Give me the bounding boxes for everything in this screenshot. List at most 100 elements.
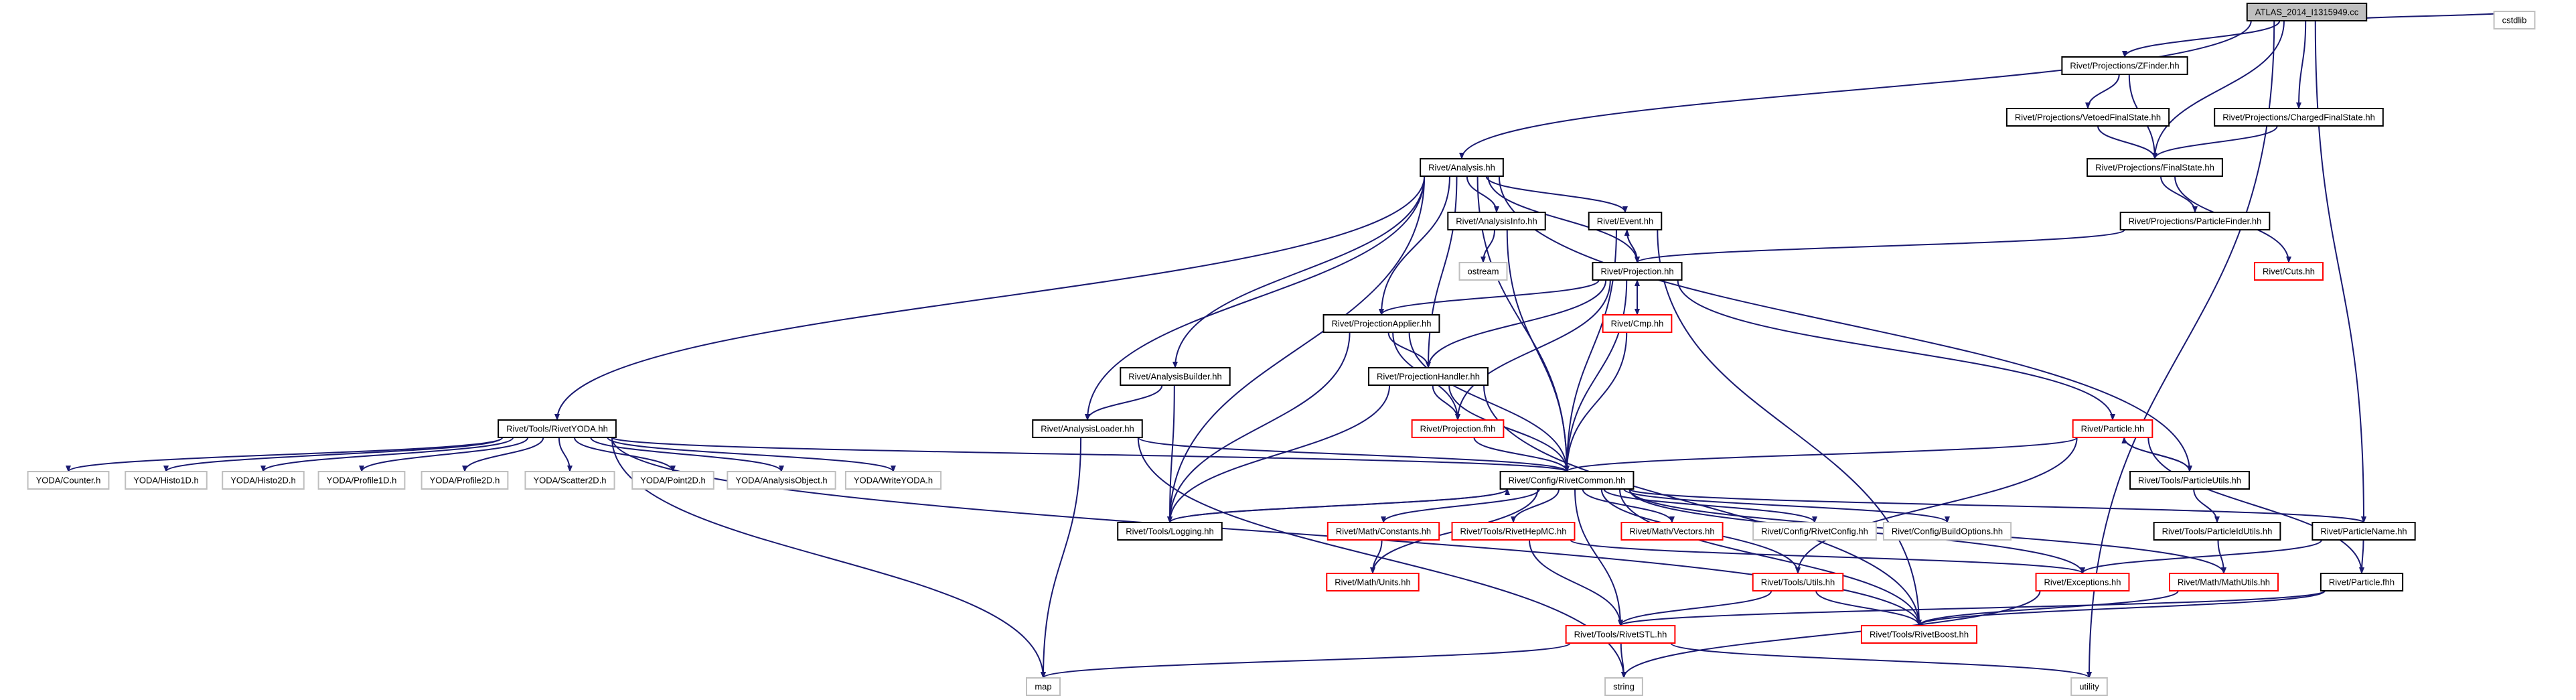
node-label: Rivet/Projection.hh [1600, 267, 1673, 277]
node-label: Rivet/AnalysisLoader.hh [1041, 424, 1134, 434]
node-label: Rivet/ParticleName.hh [2320, 527, 2407, 537]
node-rivetboost[interactable]: Rivet/Tools/RivetBoost.hh [1860, 625, 1978, 644]
node-atlas[interactable]: ATLAS_2014_I1315949.cc [2246, 3, 2368, 21]
node-yodawriteyoda[interactable]: YODA/WriteYODA.h [844, 471, 942, 490]
node-yodacounter[interactable]: YODA/Counter.h [27, 471, 110, 490]
node-box [727, 471, 836, 490]
node-box [498, 419, 617, 438]
node-rivetconfig[interactable]: Rivet/Config/RivetConfig.hh [1752, 522, 1877, 541]
edge-projapplier-to-rivetcommon [1408, 332, 1570, 472]
edge-toolsutils-to-rivetstl [1618, 590, 1772, 626]
node-particlefinder[interactable]: Rivet/Projections/ParticleFinder.hh [2119, 212, 2271, 230]
node-box [2005, 108, 2170, 127]
edge-analysisloader-to-rivetcommon [1137, 437, 1570, 472]
edge-particlename-to-exceptions [2080, 539, 2322, 574]
node-ostream[interactable]: ostream [1458, 262, 1508, 281]
node-projapplier[interactable]: Rivet/ProjectionApplier.hh [1322, 314, 1440, 333]
node-box [1451, 522, 1576, 541]
node-analysisloader[interactable]: Rivet/AnalysisLoader.hh [1032, 419, 1143, 438]
edge-atlas-to-zfinder [2122, 20, 2281, 58]
edge-projection-to-projfhh [1455, 279, 1611, 421]
node-label: Rivet/Projections/VetoedFinalState.hh [2015, 113, 2161, 123]
edge-analysisloader-to-map [1041, 437, 1082, 679]
node-particlehh[interactable]: Rivet/Particle.hh [2072, 419, 2153, 438]
node-utility[interactable]: utility [2070, 677, 2108, 696]
node-label: Rivet/Projections/ZFinder.hh [2070, 61, 2179, 71]
node-yodahisto1d[interactable]: YODA/Histo1D.h [125, 471, 208, 490]
node-box [1120, 367, 1231, 386]
edge-rivetcommon-to-rivetboost [1618, 488, 1922, 626]
node-yodascatter2d[interactable]: YODA/Scatter2D.h [524, 471, 615, 490]
node-cstdlib[interactable]: cstdlib [2493, 11, 2536, 29]
node-buildoptions[interactable]: Rivet/Config/BuildOptions.hh [1882, 522, 2012, 541]
node-label: Rivet/Tools/Logging.hh [1126, 527, 1214, 537]
node-rivetcommon[interactable]: Rivet/Config/RivetCommon.hh [1499, 471, 1635, 490]
node-yodaprofile1d[interactable]: YODA/Profile1D.h [317, 471, 406, 490]
node-label: Rivet/Math/Vectors.hh [1629, 527, 1714, 537]
node-projection[interactable]: Rivet/Projection.hh [1592, 262, 1683, 281]
node-toolsutils[interactable]: Rivet/Tools/Utils.hh [1752, 573, 1844, 591]
edge-particleidutils-to-mathutils [2217, 539, 2226, 574]
edge-atlas-to-charged [2296, 20, 2307, 109]
node-analysisinfo[interactable]: Rivet/AnalysisInfo.hh [1447, 212, 1546, 230]
node-cuts[interactable]: Rivet/Cuts.hh [2253, 262, 2324, 281]
node-particleidutils[interactable]: Rivet/Tools/ParticleIdUtils.hh [2153, 522, 2281, 541]
edge-particleutils-to-particleidutils [2193, 488, 2220, 523]
node-particlefhh[interactable]: Rivet/Particle.fhh [2320, 573, 2404, 591]
node-box [1026, 677, 1061, 696]
node-yodahisto2d[interactable]: YODA/Histo2D.h [222, 471, 305, 490]
node-mathconstants[interactable]: Rivet/Math/Constants.hh [1327, 522, 1440, 541]
node-box [2253, 262, 2324, 281]
node-label: ostream [1468, 267, 1499, 277]
node-mathutils[interactable]: Rivet/Math/MathUtils.hh [2169, 573, 2279, 591]
node-cmp[interactable]: Rivet/Cmp.hh [1602, 314, 1673, 333]
node-box [1368, 367, 1489, 386]
node-yodaanalysisobject[interactable]: YODA/AnalysisObject.h [727, 471, 836, 490]
node-box [524, 471, 615, 490]
node-label: Rivet/Tools/RivetBoost.hh [1870, 630, 1969, 640]
node-yodapoint2d[interactable]: YODA/Point2D.h [631, 471, 714, 490]
node-projhandler[interactable]: Rivet/ProjectionHandler.hh [1368, 367, 1489, 386]
node-rivetyoda[interactable]: Rivet/Tools/RivetYODA.hh [498, 419, 617, 438]
node-logging[interactable]: Rivet/Tools/Logging.hh [1117, 522, 1223, 541]
node-box [1752, 573, 1844, 591]
node-box [2169, 573, 2279, 591]
node-map[interactable]: map [1026, 677, 1061, 696]
edge-rivetyoda-to-yodaprofile2d [462, 437, 544, 472]
edge-atlas-to-analysis [1459, 20, 2252, 159]
edge-analysisbuilder-to-analysisloader [1085, 384, 1163, 421]
node-charged[interactable]: Rivet/Projections/ChargedFinalState.hh [2214, 108, 2384, 127]
node-label: Rivet/ProjectionHandler.hh [1377, 372, 1480, 382]
node-rivetstl[interactable]: Rivet/Tools/RivetSTL.hh [1565, 625, 1676, 644]
node-finalstate[interactable]: Rivet/Projections/FinalState.hh [2087, 158, 2223, 177]
node-zfinder[interactable]: Rivet/Projections/ZFinder.hh [2061, 56, 2188, 75]
node-label: string [1613, 682, 1635, 692]
node-box [1752, 522, 1877, 541]
node-analysisbuilder[interactable]: Rivet/AnalysisBuilder.hh [1120, 367, 1231, 386]
node-box [1860, 625, 1978, 644]
node-event[interactable]: Rivet/Event.hh [1588, 212, 1663, 230]
edge-particlefinder-to-projection [1635, 229, 2125, 263]
edge-analysis-to-logging [1167, 176, 1426, 523]
node-exceptions[interactable]: Rivet/Exceptions.hh [2035, 573, 2130, 591]
node-mathunits[interactable]: Rivet/Math/Units.hh [1326, 573, 1420, 591]
node-label: Rivet/Tools/ParticleIdUtils.hh [2162, 527, 2273, 537]
edge-rivetcommon-to-rivetstl [1574, 488, 1623, 626]
node-label: Rivet/Projections/ChargedFinalState.hh [2222, 113, 2375, 123]
node-vetoed[interactable]: Rivet/Projections/VetoedFinalState.hh [2005, 108, 2170, 127]
edge-mathutils-to-rivetboost [1916, 590, 2179, 626]
edge-analysis-to-rivetyoda [554, 176, 1426, 421]
edge-particlehh-to-toolsutils [1795, 437, 2078, 574]
node-yodaprofile2d[interactable]: YODA/Profile2D.h [421, 471, 509, 490]
node-analysis[interactable]: Rivet/Analysis.hh [1420, 158, 1504, 177]
node-box [1592, 262, 1683, 281]
node-box [2119, 212, 2271, 230]
node-particlename[interactable]: Rivet/ParticleName.hh [2312, 522, 2416, 541]
node-string[interactable]: string [1604, 677, 1643, 696]
edge-projection-to-projapplier [1379, 279, 1600, 316]
node-particleutils[interactable]: Rivet/Tools/ParticleUtils.hh [2129, 471, 2250, 490]
node-projfhh[interactable]: Rivet/Projection.fhh [1411, 419, 1505, 438]
node-rivethepmc[interactable]: Rivet/Tools/RivetHepMC.hh [1451, 522, 1576, 541]
node-mathvectors[interactable]: Rivet/Math/Vectors.hh [1620, 522, 1724, 541]
node-label: Rivet/Exceptions.hh [2044, 577, 2121, 587]
